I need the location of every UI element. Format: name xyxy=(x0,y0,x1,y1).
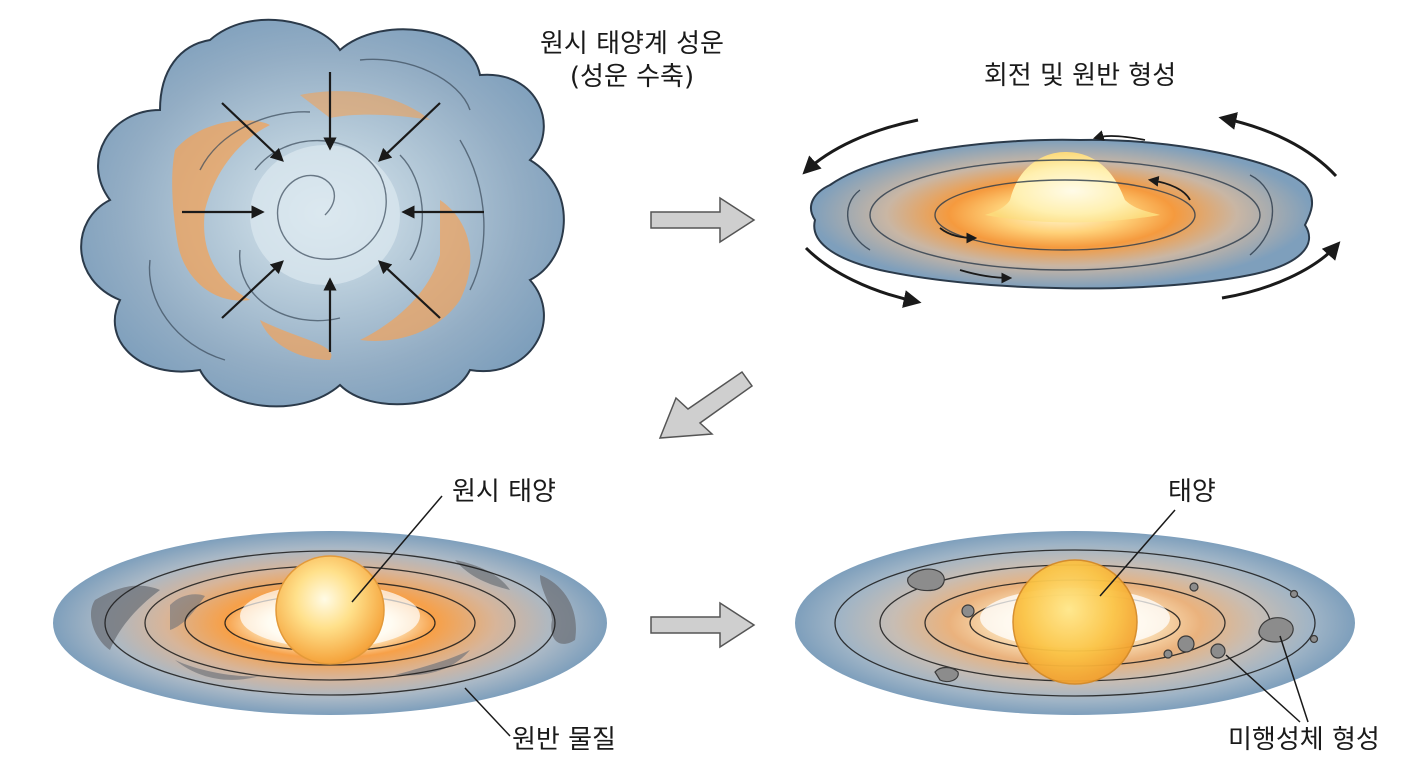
planetesimals xyxy=(907,568,1319,683)
flow-arrow-diagonal xyxy=(658,370,754,439)
stage2-title: 회전 및 원반 형성 xyxy=(983,61,1177,91)
protosun-label: 원시 태양 xyxy=(452,477,556,507)
disk-material-label: 원반 물질 xyxy=(512,725,616,755)
planetesimals-label: 미행성체 형성 xyxy=(1228,725,1380,755)
rotating-disk xyxy=(802,112,1341,308)
sun-label: 태양 xyxy=(1168,477,1216,507)
stage1-title-line1: 원시 태양계 성운 xyxy=(540,29,724,59)
flow-arrow-right-bottom xyxy=(650,601,756,649)
sun xyxy=(1012,559,1138,685)
contraction-arrows xyxy=(182,72,484,352)
protosun xyxy=(275,555,385,665)
protosun-disk xyxy=(53,495,607,737)
flow-arrow-right-top xyxy=(650,196,756,244)
sun-disk xyxy=(795,509,1355,723)
stage1-title: 원시 태양계 성운 (성운 수축) xyxy=(512,28,752,93)
stage1-title-line2: (성운 수축) xyxy=(569,61,695,92)
nebula-cloud xyxy=(80,18,565,408)
